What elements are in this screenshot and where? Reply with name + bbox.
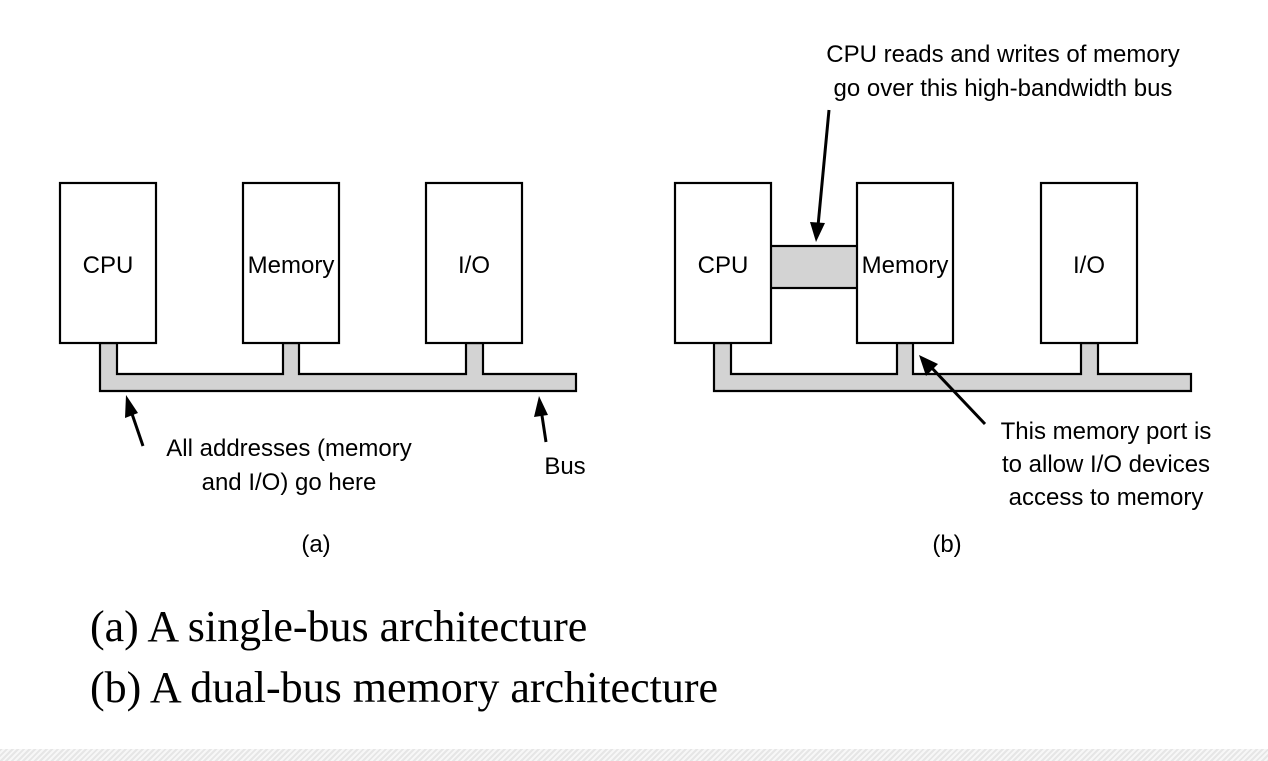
- diagram-a: CPU Memory I/O All addresses (memory and…: [58, 181, 586, 558]
- bus-architecture-diagram: CPU Memory I/O All addresses (memory and…: [58, 41, 1212, 558]
- bus-arrow: [534, 396, 548, 443]
- highbw-annotation-line2: go over this high-bandwidth bus: [834, 75, 1173, 102]
- system-bus-b: [712, 341, 1193, 393]
- bus-annotation: Bus: [544, 453, 585, 480]
- system-bus-a: [98, 341, 578, 393]
- addresses-annotation-line2: and I/O) go here: [202, 469, 377, 496]
- memory-label-a: Memory: [248, 252, 335, 279]
- cpu-box-a: [58, 181, 158, 345]
- io-label-a: I/O: [458, 252, 490, 279]
- memory-box-b: [855, 181, 955, 345]
- footer-stripe: [0, 749, 1268, 761]
- memory-label-b: Memory: [862, 252, 949, 279]
- io-label-b: I/O: [1073, 252, 1105, 279]
- memory-port-arrow: [919, 355, 987, 426]
- port-annotation-line2: to allow I/O devices: [1002, 451, 1210, 478]
- caption-single-bus: (a) A single-bus architecture: [90, 602, 588, 651]
- highbw-annotation-line1: CPU reads and writes of memory: [826, 41, 1179, 68]
- io-box-b: [1039, 181, 1139, 345]
- cpu-box-b: [673, 181, 773, 345]
- cpu-label-a: CPU: [83, 252, 134, 279]
- high-bandwidth-bus: [768, 244, 860, 290]
- port-annotation-line1: This memory port is: [1001, 418, 1212, 445]
- memory-box-a: [241, 181, 341, 345]
- cpu-label-b: CPU: [698, 252, 749, 279]
- addresses-arrow: [125, 395, 145, 447]
- caption-dual-bus: (b) A dual-bus memory architecture: [90, 663, 719, 712]
- panel-label-a: (a): [301, 531, 330, 558]
- addresses-annotation-line1: All addresses (memory: [166, 435, 411, 462]
- panel-label-b: (b): [932, 531, 961, 558]
- highbw-arrow: [810, 109, 831, 242]
- port-annotation-line3: access to memory: [1009, 484, 1204, 511]
- io-box-a: [424, 181, 524, 345]
- diagram-b: CPU Memory I/O CPU reads and writes of m…: [673, 41, 1212, 558]
